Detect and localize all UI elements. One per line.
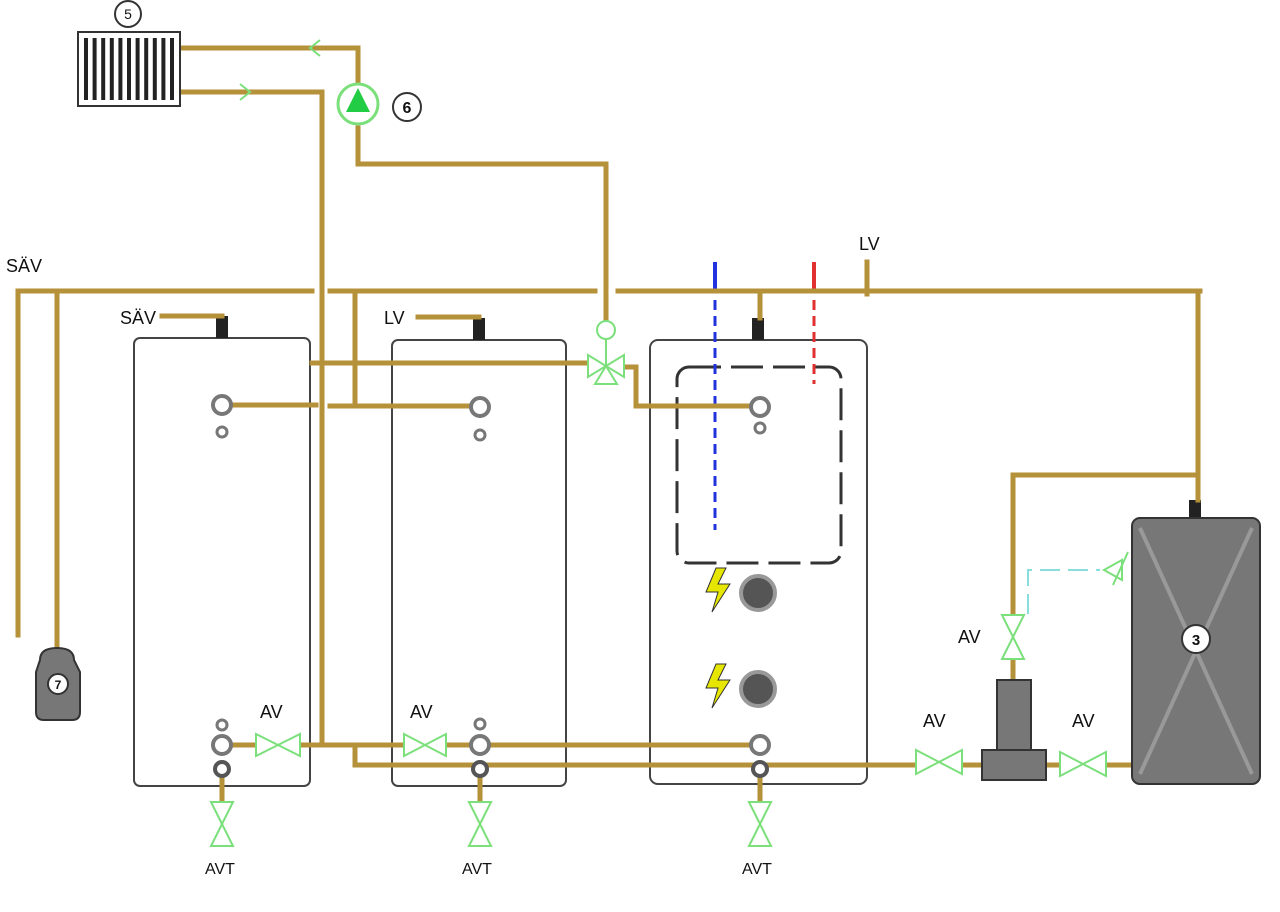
separator-top <box>996 679 1032 751</box>
expansion-number-badge <box>1181 624 1211 654</box>
av-valve-expansion <box>1059 750 1107 778</box>
tank2-drain-port <box>471 760 489 778</box>
radiator-fin <box>118 38 123 100</box>
tank1-bottom-small-port <box>215 718 229 732</box>
tank-ports <box>211 394 771 778</box>
mixing-valve-right <box>604 353 625 379</box>
radiator-fin <box>92 38 97 100</box>
pipe-to-expansion <box>1010 288 1201 618</box>
av-valve-tank3 <box>915 748 963 776</box>
dirt-separator <box>981 679 1047 781</box>
radiator-fin <box>109 38 114 100</box>
pump-to-mixer-pipe <box>355 125 609 325</box>
tank1-bottom-port <box>211 734 233 756</box>
label-avt-tank3: AVT <box>742 861 772 878</box>
label-av-separator: AV <box>958 627 981 647</box>
radiator-fin <box>127 38 131 100</box>
pump-number: 6 <box>403 100 412 117</box>
label-av-tank3: AV <box>923 711 946 731</box>
expansion-top-connector <box>1189 500 1201 520</box>
tank2-upper-port <box>469 396 491 418</box>
av-valve-tank1 <box>255 732 301 758</box>
radiator-fin <box>170 38 174 100</box>
safety-valve-stem <box>1112 551 1129 586</box>
radiator-number-badge <box>114 0 142 28</box>
vertical-shutoff-valves <box>209 614 1026 847</box>
label-lv-tank2: LV <box>384 308 405 328</box>
radiator-fin <box>144 38 149 100</box>
pump-triangle <box>346 88 370 112</box>
radiator-fin <box>135 38 140 100</box>
mixing-valve-actuator <box>596 320 616 340</box>
radiator-icon: 5 <box>77 0 181 107</box>
separator-bottom <box>981 749 1047 781</box>
expansion-tank-icon: 3 <box>1131 517 1261 785</box>
radiator-fin <box>152 38 157 100</box>
tank2-bottom-small-port <box>473 717 487 731</box>
avt-valve-tank2 <box>467 801 493 847</box>
label-av-tank2: AV <box>410 702 433 722</box>
mixing-valve-bottom <box>593 364 619 385</box>
av-valve-tank2 <box>403 732 447 758</box>
tank2-upper-small-port <box>473 428 487 442</box>
expansion-number: 3 <box>1192 632 1200 649</box>
tank3-bottom-port <box>749 734 771 756</box>
heat-exchanger-coil <box>675 365 843 565</box>
radiator-fin <box>101 38 106 100</box>
tank2-bottom-port <box>469 734 491 756</box>
radiator-number: 5 <box>124 6 132 22</box>
avt-valve-tank1 <box>209 801 235 847</box>
electric-heater-icon <box>705 567 777 709</box>
flow-arrow-supply <box>239 83 252 101</box>
tank1-drain-port <box>213 760 231 778</box>
heater-element-lower <box>739 670 777 708</box>
small-tank-number-badge <box>47 673 69 695</box>
pump-number-badge <box>392 92 422 122</box>
tank-2-top-connector <box>473 318 485 340</box>
safety-valve-line <box>1027 569 1100 614</box>
radiator-fins <box>84 38 174 100</box>
safety-valve-icon <box>1027 551 1129 614</box>
circulation-pump-icon: 6 <box>336 82 422 126</box>
radiator-fin <box>161 38 166 100</box>
tank3-drain-port <box>751 760 769 778</box>
bottom-return-pipe <box>352 742 917 768</box>
mixer-to-tank3-pipe <box>617 364 763 409</box>
shutoff-valve-icon <box>255 732 1107 778</box>
av-valve-separator <box>1000 614 1026 660</box>
tank-3-top-connector <box>752 318 764 340</box>
radiator-supply-pipe <box>177 89 325 748</box>
label-lv-top: LV <box>859 234 880 254</box>
three-way-valve-icon <box>587 320 625 385</box>
radiator-fin <box>84 38 88 100</box>
mixing-valve-left <box>587 353 608 379</box>
tank3-upper-port <box>749 396 771 418</box>
heater-bolt-lower <box>705 663 731 709</box>
heater-element-upper <box>739 574 777 612</box>
label-sav-tank1: SÄV <box>120 308 156 328</box>
label-sav-top: SÄV <box>6 256 42 276</box>
tank1-upper-small-port <box>215 425 229 439</box>
pipe-network <box>15 45 1203 805</box>
label-av-tank1: AV <box>260 702 283 722</box>
flow-arrow-return <box>308 39 321 57</box>
label-av-expansion: AV <box>1072 711 1095 731</box>
label-avt-tank2: AVT <box>462 861 492 878</box>
tank1-upper-port <box>211 394 233 416</box>
avt-valve-tank3 <box>747 801 773 847</box>
tank-1-top-connector <box>216 316 228 338</box>
radiator-return-pipe <box>177 45 361 85</box>
tank3-upper-small-port <box>753 421 767 435</box>
small-tank-number: 7 <box>55 678 62 692</box>
small-pressure-tank: 7 <box>35 646 81 721</box>
label-avt-tank1: AVT <box>205 861 235 878</box>
heater-bolt-upper <box>705 567 731 613</box>
